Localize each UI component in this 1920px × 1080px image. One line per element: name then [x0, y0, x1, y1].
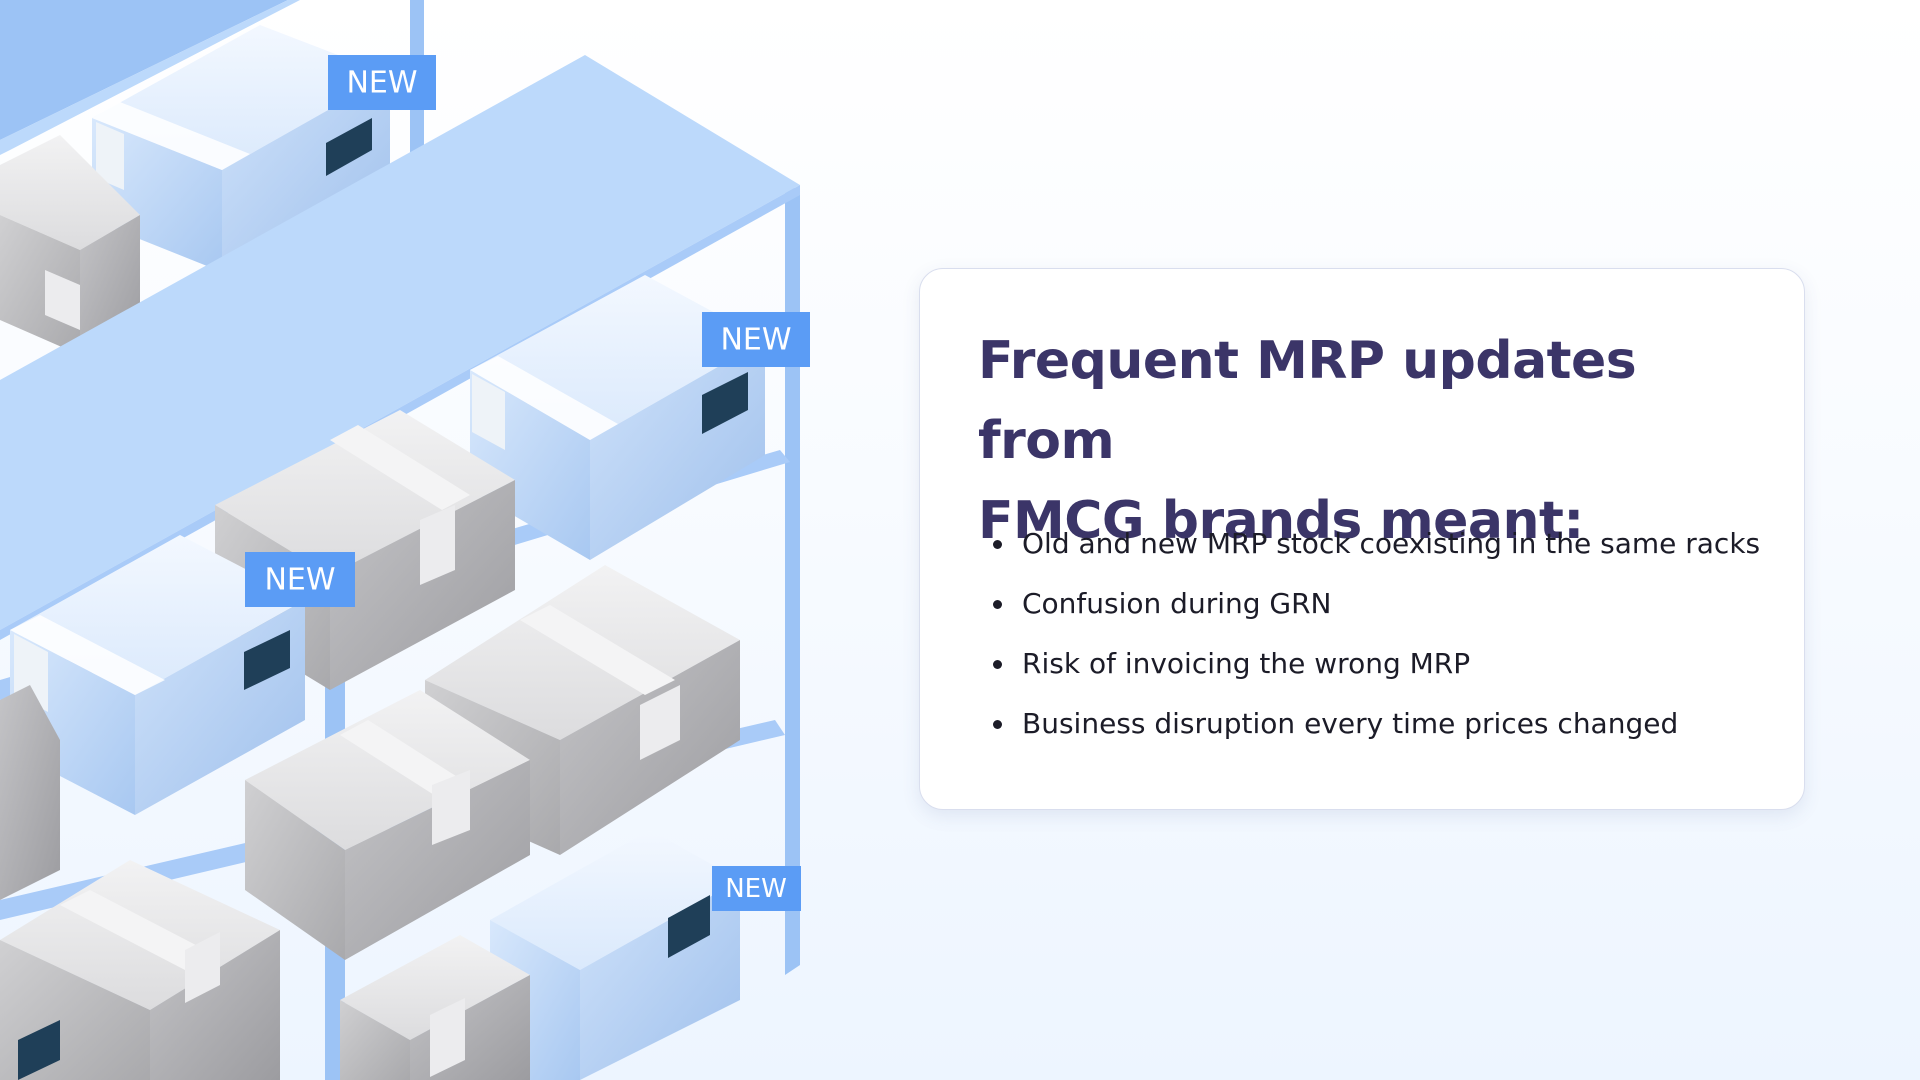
card-title: Frequent MRP updates from FMCG brands me… — [978, 321, 1778, 561]
bullet-item: Risk of invoicing the wrong MRP — [978, 634, 1760, 694]
bullet-dot-icon — [993, 660, 1002, 669]
bullet-text: Business disruption every time prices ch… — [1022, 707, 1679, 740]
svg-text:NEW: NEW — [346, 66, 417, 101]
info-card: Frequent MRP updates from FMCG brands me… — [919, 268, 1805, 810]
box-bottom-gray-left — [0, 860, 280, 1080]
box-mid-right-blue — [470, 275, 765, 560]
shelf-board-top — [0, 0, 300, 155]
bullet-list: Old and new MRP stock coexisting in the … — [978, 514, 1760, 754]
new-tag-2: NEW — [702, 312, 810, 367]
box-top-gray — [0, 135, 140, 355]
bullet-text: Old and new MRP stock coexisting in the … — [1022, 527, 1761, 560]
bullet-item: Confusion during GRN — [978, 574, 1760, 634]
bullet-dot-icon — [993, 600, 1002, 609]
svg-text:NEW: NEW — [720, 323, 791, 358]
bullet-dot-icon — [993, 540, 1002, 549]
bullet-text: Confusion during GRN — [1022, 587, 1332, 620]
shelf-board-middle — [0, 55, 800, 630]
box-bottom-blue — [490, 830, 740, 1080]
bullet-dot-icon — [993, 720, 1002, 729]
new-tag-3: NEW — [245, 552, 355, 607]
bullet-item: Old and new MRP stock coexisting in the … — [978, 514, 1760, 574]
warehouse-rack-illustration: NEW NEW NEW NEW — [0, 0, 810, 1080]
box-low-gray-center — [245, 690, 530, 960]
svg-text:NEW: NEW — [725, 874, 787, 904]
box-bottom-gray-center — [340, 935, 530, 1080]
svg-text:NEW: NEW — [264, 563, 335, 598]
bullet-item: Business disruption every time prices ch… — [978, 694, 1760, 754]
box-low-gray-left — [0, 685, 60, 900]
box-mid-left-blue — [10, 535, 305, 815]
bullet-text: Risk of invoicing the wrong MRP — [1022, 647, 1471, 680]
new-tag-4: NEW — [712, 866, 801, 911]
box-top-blue — [92, 25, 390, 272]
card-title-line-2: FMCG brands meant: — [978, 491, 1584, 551]
card-title-line-1: Frequent MRP updates from — [978, 331, 1637, 471]
new-tag-1: NEW — [328, 55, 436, 110]
